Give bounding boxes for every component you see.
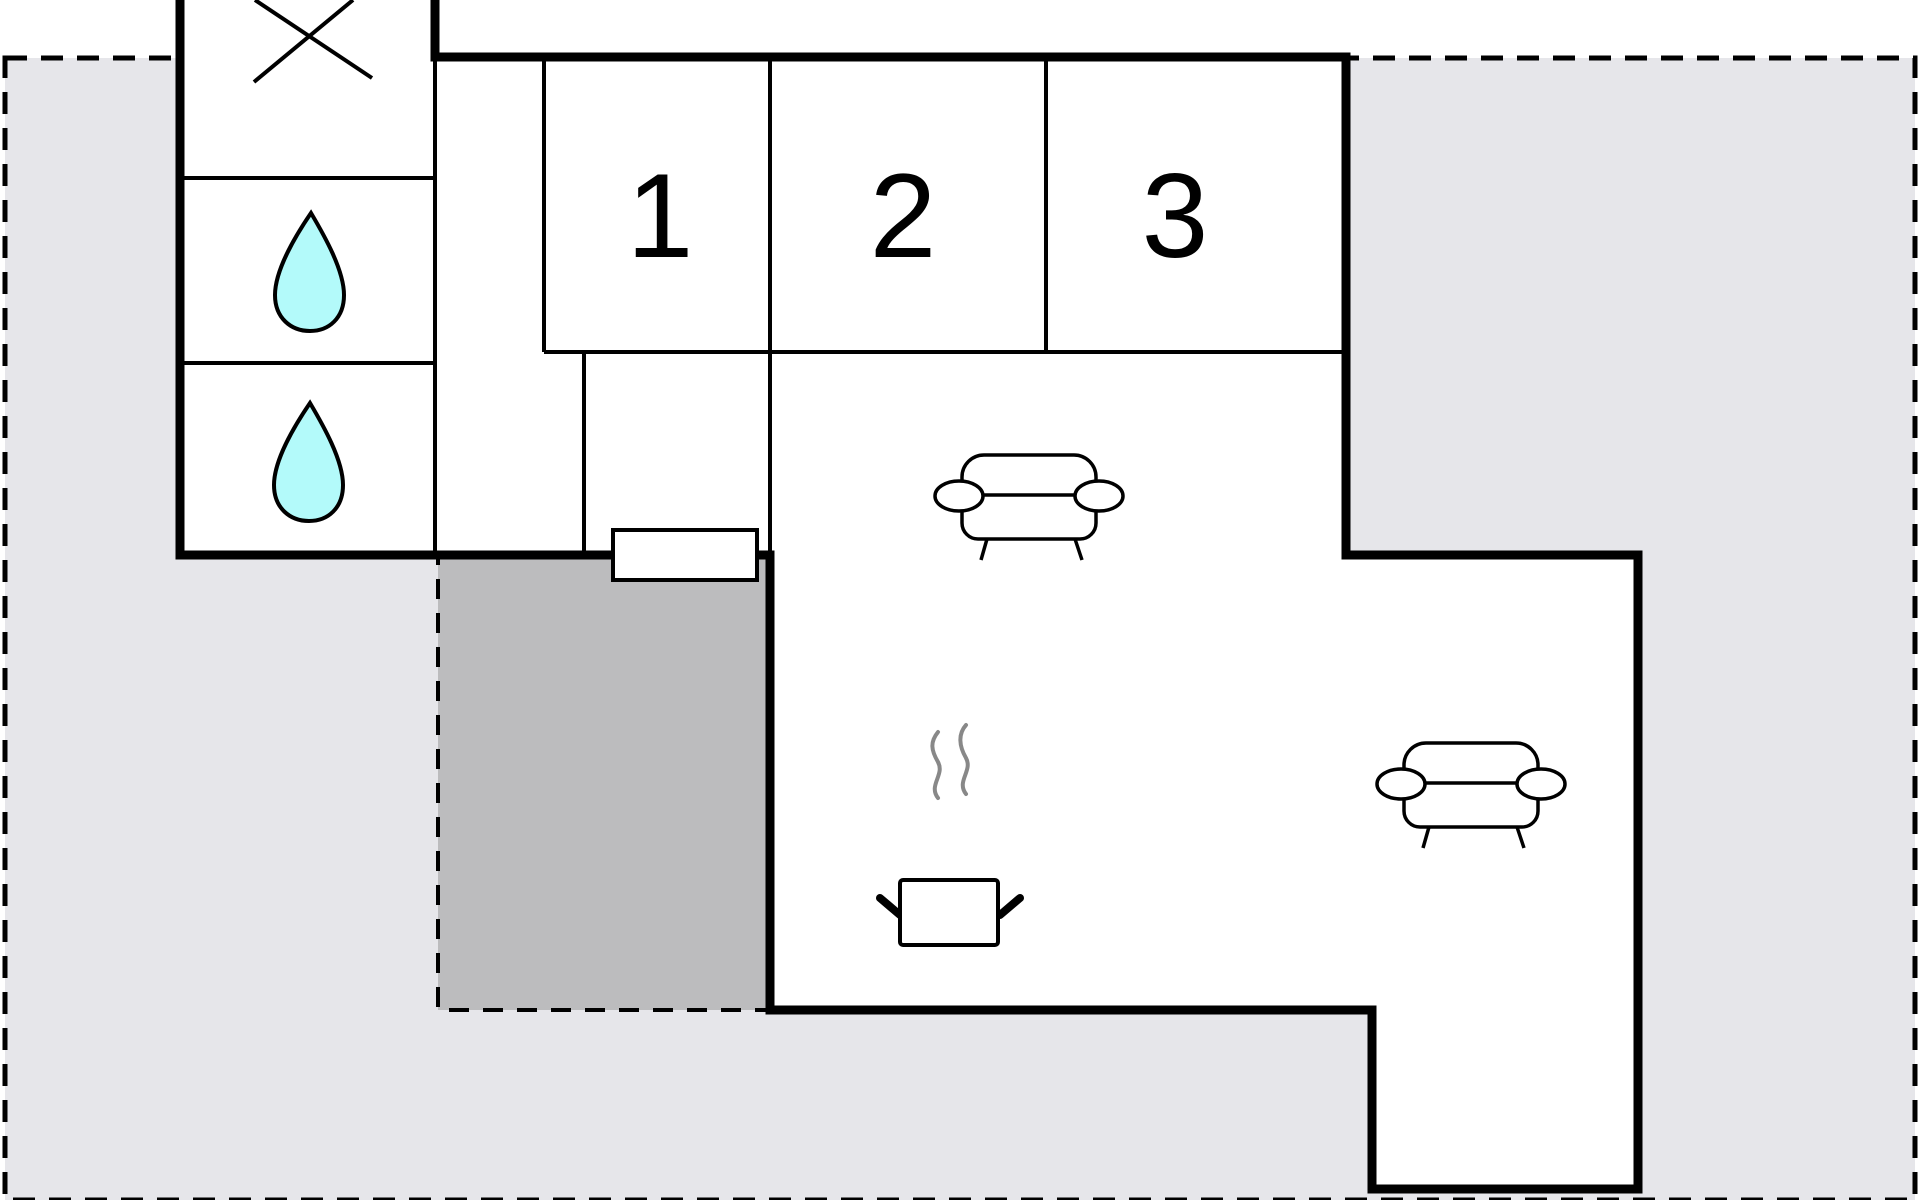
water-drop-icon xyxy=(272,209,347,334)
water-drop-icon xyxy=(271,399,346,524)
bedroom-3-number: 3 xyxy=(1142,149,1209,283)
terrace-door xyxy=(611,528,759,582)
bedroom-2-number: 2 xyxy=(870,149,937,283)
interior-walls xyxy=(180,57,1346,555)
bedroom-1-number: 1 xyxy=(627,149,694,283)
cooking-pot-icon xyxy=(876,723,1024,947)
covered-terrace xyxy=(436,553,772,1012)
sofa-icon xyxy=(1375,741,1567,849)
sofa-icon xyxy=(933,453,1125,561)
cross-icon xyxy=(252,0,374,84)
